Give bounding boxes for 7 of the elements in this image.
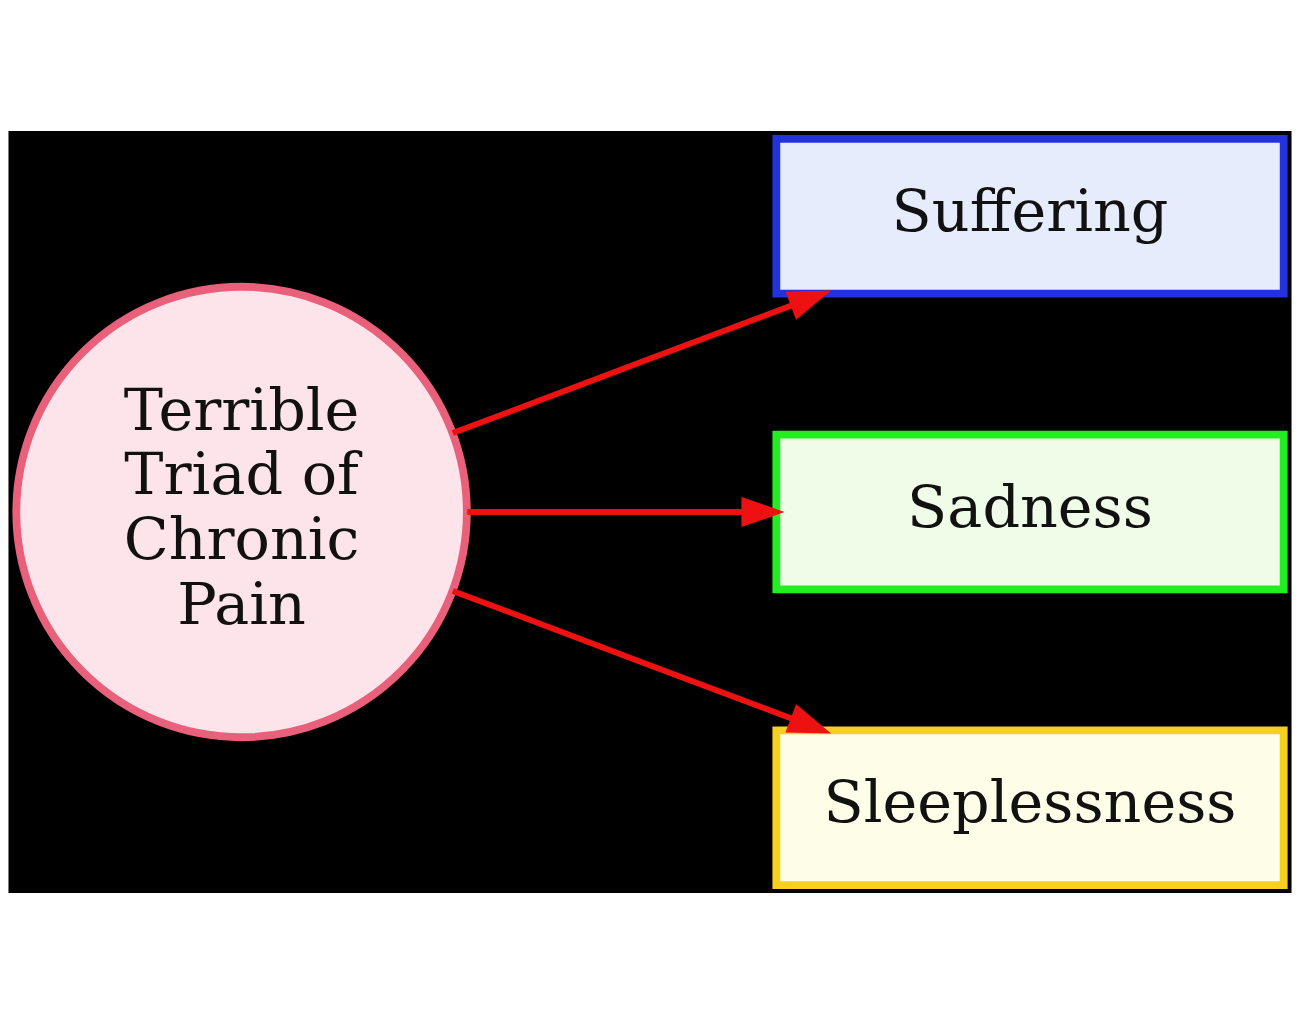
node-box: Sleeplessness [772, 726, 1288, 890]
arrow [451, 588, 832, 734]
arrow [451, 290, 832, 436]
node-box: Sadness [772, 430, 1288, 594]
node-box: Suffering [772, 134, 1288, 298]
arrow [467, 496, 785, 528]
node-circle: Terrible Triad of Chronic Pain [12, 282, 471, 742]
